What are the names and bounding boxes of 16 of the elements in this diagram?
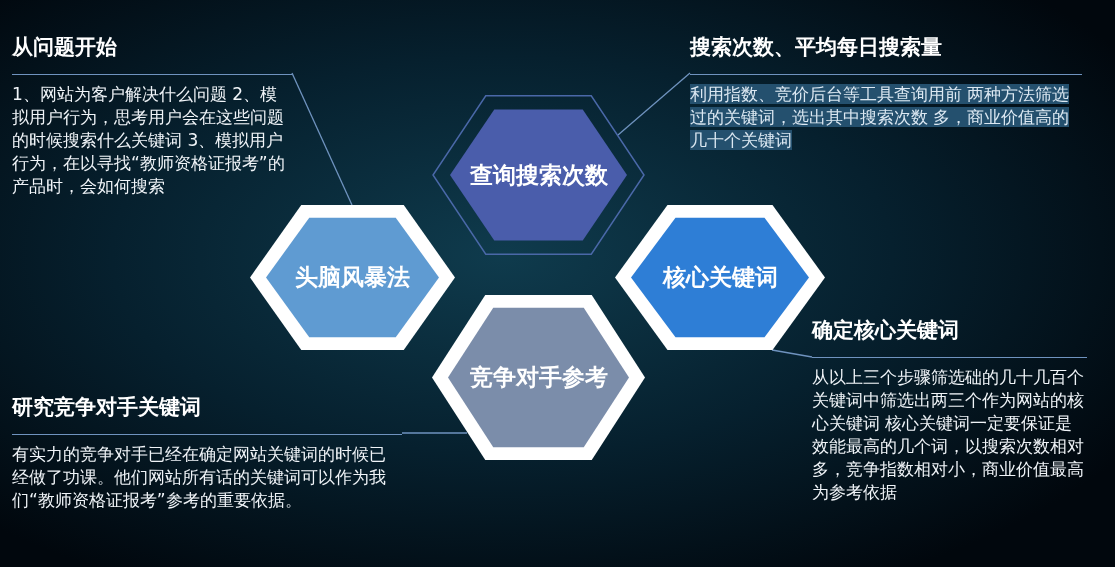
description: 有实力的竞争对手已经在确定网站关键词的时候已经做了功课。他们网站所有话的关键词可以作为我们“教师资格证报考”参考的重要依据。: [12, 442, 387, 512]
hexagon-label: 头脑风暴法: [295, 263, 410, 293]
description: 利用指数、竞价后台等工具查询用前 两种方法筛选过的关键词，选出其中搜索次数 多，商业价值高的几十个关键词: [690, 82, 1071, 152]
leader-line: [771, 349, 813, 358]
description: 从以上三个步骤筛选础的几十几百个关键词中筛选出两三个作为网站的核心关键词 核心关键词一定要保证是效能最高的几个词，以搜索次数相对多，竞争指数相对小，商业价值最高为参考依据: [812, 365, 1085, 504]
heading: 确定核心关键词: [812, 318, 959, 342]
leader-line: [401, 432, 468, 434]
heading: 从问题开始: [12, 35, 117, 59]
leader-line: [291, 72, 353, 206]
hexagon-label: 竞争对手参考: [469, 363, 608, 393]
hexagon-label: 查询搜索次数: [469, 160, 608, 190]
hexagon-label: 核心关键词: [662, 263, 778, 293]
heading: 搜索次数、平均每日搜索量: [690, 35, 942, 59]
description: 1、网站为客户解决什么问题 2、模拟用户行为，思考用户会在这些问题的时候搜索什么关键词 3、模拟用户行为，在以寻找“教师资格证报考”的产品时，会如何搜索: [12, 82, 286, 198]
leader-line: [617, 72, 691, 136]
heading: 研究竞争对手关键词: [12, 395, 201, 419]
